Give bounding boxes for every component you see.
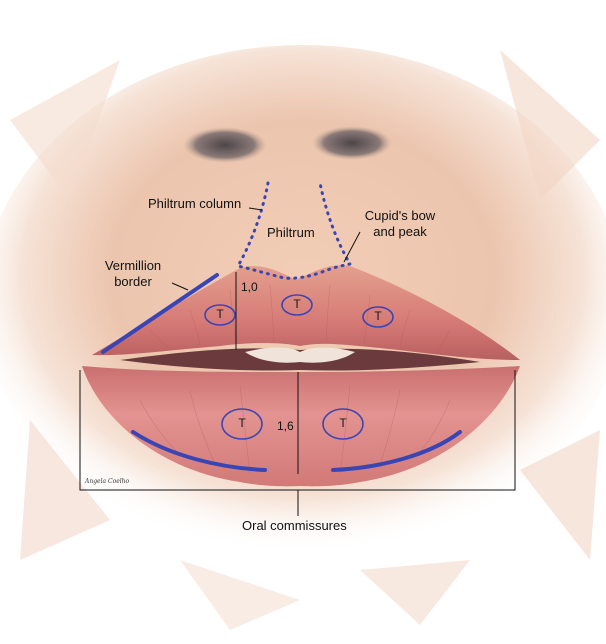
tension-marker-label: T — [293, 297, 301, 311]
label-vermillion-border: Vermillion border — [88, 258, 178, 290]
tension-marker-label: T — [238, 416, 246, 430]
philtrum-outline — [235, 181, 353, 280]
tension-marker-label: T — [339, 416, 347, 430]
tension-marker-label: T — [216, 307, 224, 321]
skin-edge-shard — [20, 420, 110, 560]
vermillion-border-line — [101, 273, 219, 354]
skin-edge-shard — [360, 560, 470, 625]
teeth — [245, 347, 355, 363]
lower-lip-arc-right — [331, 430, 462, 472]
pointer-vermillion — [171, 282, 189, 291]
label-cupids-bow-line1: Cupid's bow — [364, 208, 436, 223]
label-cupids-bow-line2: and peak — [373, 224, 427, 239]
label-ratio-lower: 1,6 — [277, 419, 294, 433]
tension-marker-circle — [221, 408, 263, 440]
skin-edge-shard — [180, 560, 300, 630]
tension-marker-circle — [362, 306, 394, 328]
skin-edge-shard — [500, 50, 600, 200]
label-vermillion-line1: Vermillion — [104, 258, 162, 273]
nostril-left — [183, 127, 267, 163]
label-philtrum: Philtrum — [267, 225, 315, 240]
label-cupids-bow: Cupid's bow and peak — [355, 208, 445, 240]
label-ratio-upper: 1,0 — [241, 280, 258, 294]
tension-marker-label: T — [374, 309, 382, 323]
skin-edge-shard — [520, 430, 600, 560]
skin-edge-shard — [10, 60, 120, 200]
tension-marker-circle — [281, 294, 313, 316]
nostril-right — [312, 126, 392, 160]
lower-lip-arc-left — [131, 430, 267, 472]
artist-signature: Angela Coelho — [85, 478, 130, 485]
label-oral-commissures: Oral commissures — [242, 518, 347, 533]
tension-marker-circle — [322, 408, 364, 440]
label-philtrum-column: Philtrum column — [148, 196, 242, 211]
pointer-philtrum-column — [248, 207, 263, 211]
pointer-cupids-bow — [343, 231, 361, 263]
lip-texture — [139, 284, 451, 476]
label-vermillion-line2: border — [114, 274, 152, 289]
tension-marker-circle — [204, 304, 236, 326]
